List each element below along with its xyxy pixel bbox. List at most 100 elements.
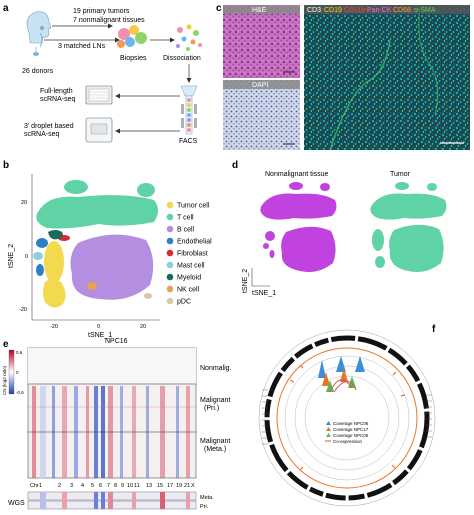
- chromosome-ideogram: [264, 335, 430, 501]
- legend-swatch: [326, 433, 331, 437]
- legend-swatch: [166, 273, 174, 281]
- droplet-text-2: scRNA-seq: [24, 131, 60, 138]
- chrom-label: 17: [167, 483, 173, 489]
- chrom-label: 10: [127, 483, 133, 489]
- if-header: [304, 5, 470, 14]
- cluster: [281, 226, 336, 272]
- cluster: [260, 193, 337, 220]
- circos-legend: Coverage NPC06 Coverage NPC17 Coverage N…: [325, 421, 369, 444]
- x-axis-label: tSNE_1: [88, 332, 112, 339]
- arrow-head: [115, 37, 120, 43]
- coverage-peak: [355, 356, 365, 372]
- panel-c: c H&E DAPI CD3 CD19 CD11b Pan-CK CD68 α-…: [216, 3, 470, 151]
- chrom-label: X: [191, 483, 195, 489]
- y-axis-label: tSNE_2: [8, 244, 15, 268]
- dissociation-text: Dissociation: [163, 55, 201, 62]
- legend-swatch: [166, 297, 174, 305]
- chrom-label: 21: [184, 483, 190, 489]
- panel-e-label: e: [3, 339, 9, 350]
- droplet-device-icon: [85, 117, 113, 143]
- cbar-label: CN (log2 ratio): [2, 365, 7, 395]
- chrom-label: 4: [81, 483, 84, 489]
- chrom-label: 3: [70, 483, 73, 489]
- circos-ring: [304, 375, 390, 461]
- wgs-label: WGS: [8, 500, 25, 507]
- cluster: [395, 182, 409, 190]
- y-tick: 20: [21, 200, 27, 206]
- coverage-peak: [318, 360, 326, 378]
- arrow-head: [115, 93, 120, 99]
- tumor-title: Tumor: [390, 171, 411, 178]
- droplet-text-1: 3' droplet based: [24, 123, 74, 130]
- circos-plot: [258, 329, 436, 507]
- panel-f: f: [258, 324, 436, 507]
- chrom-label: 19: [176, 483, 182, 489]
- arrow-head: [115, 128, 120, 134]
- chrom-label: 6: [99, 483, 102, 489]
- legend-b-cell: B cell: [177, 227, 195, 234]
- cluster: [389, 224, 444, 272]
- cluster: [370, 193, 447, 220]
- plate-icon: [85, 85, 113, 105]
- panel-e: e NPC16 0.6 0 -0.6 CN (log2 ratio): [2, 338, 232, 510]
- chrom-label: 2: [58, 483, 61, 489]
- sma-vessel: [329, 39, 391, 151]
- cluster: [372, 229, 384, 251]
- biopsies-text: Biopsies: [120, 55, 147, 62]
- cluster: [427, 183, 437, 191]
- legend-coexpression: Co-expression: [333, 439, 363, 444]
- cluster: [263, 243, 269, 249]
- panel-d: d Nonmalignant tissue Tumor tSNE_2 tSNE_…: [232, 160, 447, 297]
- y-tick: -20: [19, 307, 27, 313]
- x-tick: -20: [50, 324, 58, 330]
- circos-ring: [284, 355, 410, 481]
- legend-swatch: [166, 201, 174, 209]
- row-label-malignant-pri: Malignant: [200, 397, 230, 404]
- marker-cd3: CD3: [307, 7, 321, 14]
- panel-b: b 20 0 -20 -20 0 20 tSNE_2 tSNE_1: [3, 160, 212, 339]
- cluster-t-cell: [64, 180, 88, 194]
- chrom-label: 5: [91, 483, 94, 489]
- tissues-text: 7 nonmalignant tissues: [73, 17, 145, 24]
- legend-swatch: [166, 261, 174, 269]
- legend-endothelial: Endothelial: [177, 239, 212, 246]
- wgs-stripes: [40, 492, 190, 509]
- panel-b-label: b: [3, 160, 9, 171]
- facs-text: FACS: [179, 138, 198, 145]
- fulllength-text-2: scRNA-seq: [40, 96, 76, 103]
- dapi-image: [223, 80, 300, 150]
- row-label-pri: (Pri.): [204, 405, 219, 412]
- cbar-tick: 0: [16, 370, 19, 375]
- row-label-meta: (Meta.): [204, 446, 226, 453]
- tsne-nonmalignant: [260, 182, 337, 272]
- cn-colorbar: [8, 349, 15, 395]
- coverage-peak: [336, 356, 346, 372]
- cluster-mast-cell: [33, 252, 43, 260]
- panel-a: a 26 donors 19 primary tumors 7 nonmalig…: [3, 3, 202, 145]
- chrom-label: 11: [134, 483, 140, 489]
- legend-npc06: Coverage NPC06: [333, 421, 369, 426]
- cluster-tumor-cell: [43, 279, 66, 308]
- multiplex-if-image: [304, 5, 470, 150]
- he-label: H&E: [252, 7, 267, 14]
- legend-swatch: [326, 421, 331, 425]
- biopsies-icon: [117, 25, 147, 48]
- coverage-peak: [340, 368, 348, 382]
- donors-text: 26 donors: [22, 68, 54, 75]
- marker-panck: Pan-CK: [367, 7, 392, 14]
- sma-vessel: [418, 4, 439, 116]
- cluster: [289, 182, 303, 190]
- legend-nk-cell: NK cell: [177, 287, 200, 294]
- cluster: [265, 231, 275, 241]
- dissociation-icon: [176, 24, 202, 51]
- row-label-malignant-meta: Malignant: [200, 438, 230, 445]
- chrom-label: Chr1: [30, 483, 42, 489]
- marker-asma: α-SMA: [414, 7, 436, 14]
- marker-cd11b: CD11b: [344, 7, 365, 14]
- nonmalignant-block: [28, 348, 196, 384]
- cluster-b-cell: [70, 234, 154, 300]
- chromosome-axis: Chr1 2 3 4 5 6 7 8 9 10 11 13 15 17 19 2…: [30, 483, 195, 489]
- legend-npc17: Coverage NPC17: [333, 427, 369, 432]
- coverage-track: [276, 347, 418, 489]
